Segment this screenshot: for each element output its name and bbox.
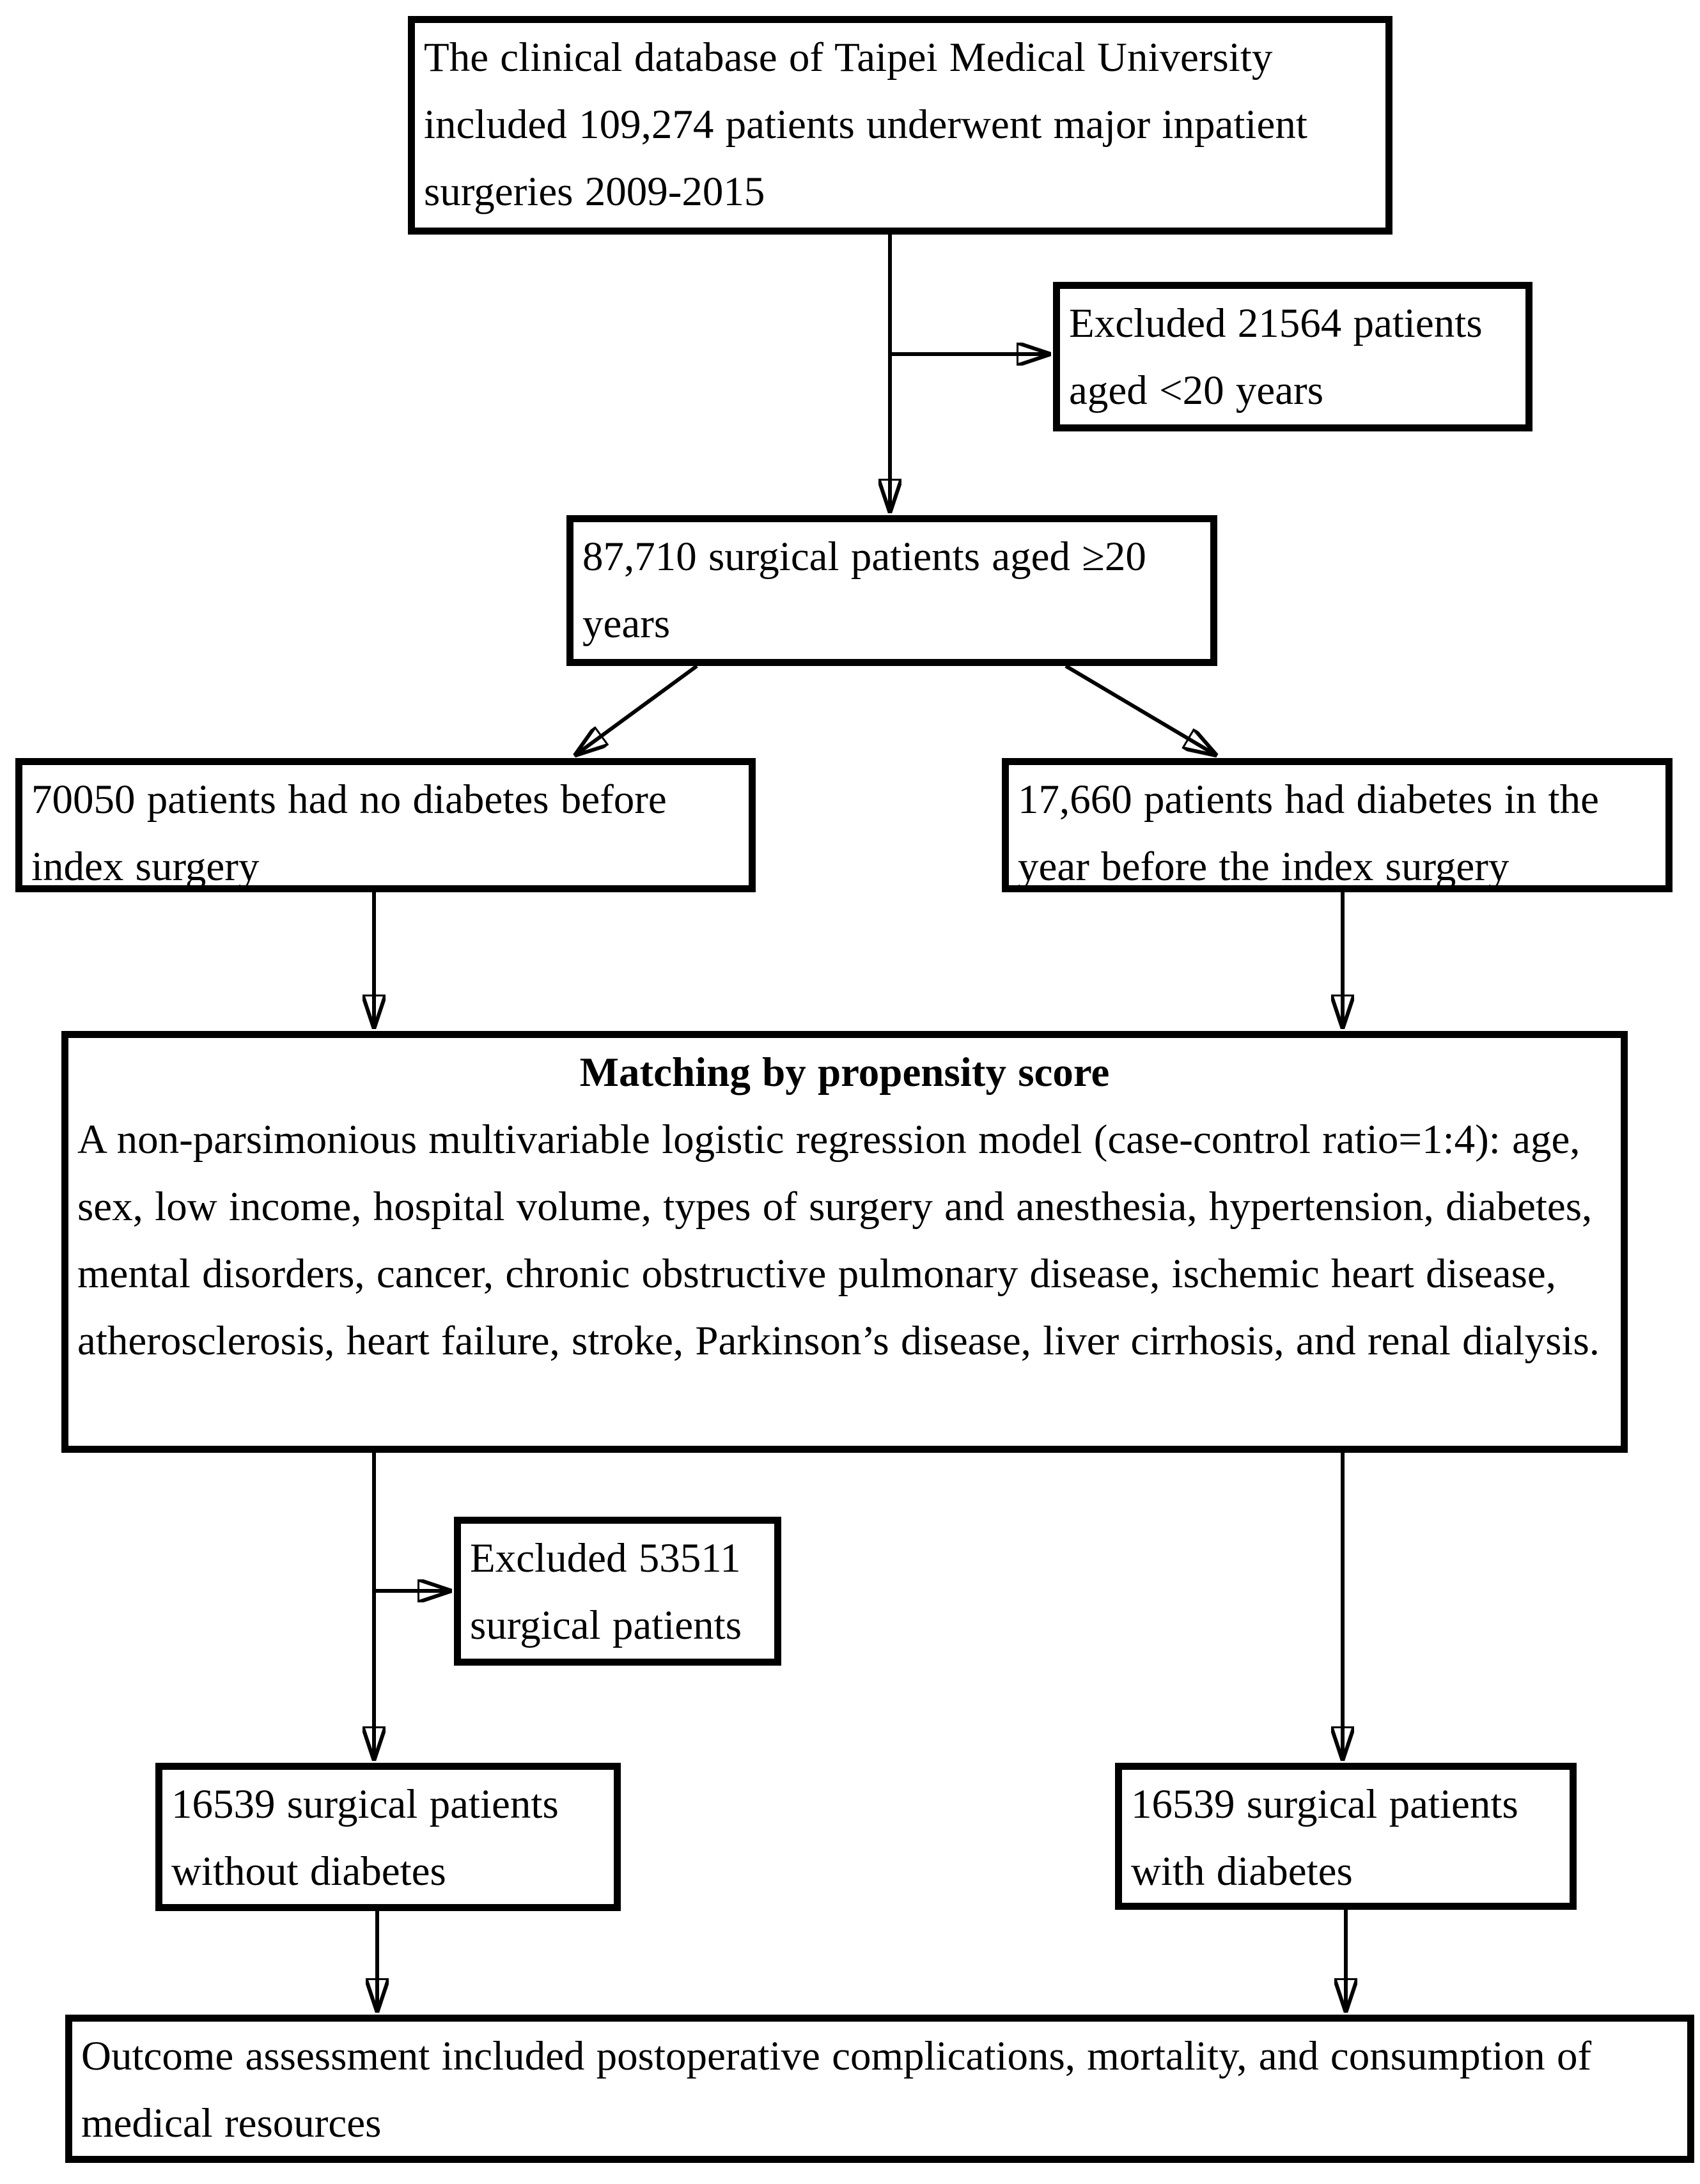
node-excluded-age: Excluded 21564 patients aged <20 years — [1053, 282, 1532, 431]
node-eligible-adults-text: 87,710 surgical patients aged ≥20 years — [582, 534, 1146, 647]
node-no-diabetes: 70050 patients had no diabetes before in… — [15, 758, 756, 892]
node-eligible-adults: 87,710 surgical patients aged ≥20 years — [566, 515, 1217, 666]
node-no-diabetes-text: 70050 patients had no diabetes before in… — [31, 777, 667, 890]
node-source-database-text: The clinical database of Taipei Medical … — [424, 35, 1307, 215]
node-matched-with-diabetes-text: 16539 surgical patients with diabetes — [1131, 1781, 1518, 1894]
arrow-eligible-to-no-diabetes — [575, 664, 698, 755]
node-outcome-assessment: Outcome assessment included postoperativ… — [65, 2015, 1694, 2163]
node-source-database: The clinical database of Taipei Medical … — [408, 16, 1392, 235]
node-propensity-matching-body: A non-parsimonious multivariable logisti… — [77, 1117, 1600, 1364]
node-matched-without-diabetes-text: 16539 surgical patients without diabetes — [171, 1781, 559, 1894]
node-matched-with-diabetes: 16539 surgical patients with diabetes — [1115, 1763, 1577, 1910]
node-diabetes: 17,660 patients had diabetes in the year… — [1002, 758, 1673, 892]
node-outcome-assessment-text: Outcome assessment included postoperativ… — [81, 2033, 1592, 2146]
node-matched-without-diabetes: 16539 surgical patients without diabetes — [155, 1763, 621, 1911]
node-excluded-age-text: Excluded 21564 patients aged <20 years — [1069, 300, 1483, 414]
node-diabetes-text: 17,660 patients had diabetes in the year… — [1018, 777, 1599, 890]
node-propensity-matching-title: Matching by propensity score — [579, 1049, 1110, 1096]
node-excluded-unmatched-text: Excluded 53511 surgical patients — [470, 1535, 742, 1648]
node-excluded-unmatched: Excluded 53511 surgical patients — [454, 1517, 781, 1666]
arrow-eligible-to-diabetes — [1064, 664, 1217, 755]
node-propensity-matching: Matching by propensity score A non-parsi… — [61, 1031, 1628, 1453]
